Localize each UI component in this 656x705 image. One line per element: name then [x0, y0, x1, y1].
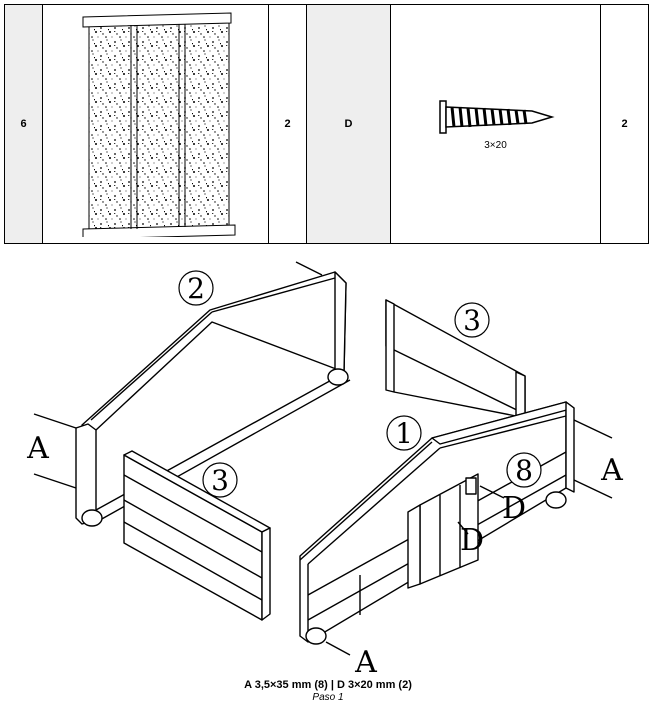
label-screw-a-left: A	[26, 431, 49, 466]
label-screw-a-right: A	[600, 453, 623, 488]
hardware-caption: A 3,5×35 mm (8) | D 3×20 mm (2)	[244, 679, 412, 691]
label-part-3-right: 3	[463, 304, 481, 337]
left-post	[75, 423, 97, 525]
assembly-diagram: 2 3 3 1 8 A A A D D	[26, 261, 623, 678]
back-panel	[81, 271, 347, 431]
hardware-letter: D	[344, 118, 353, 130]
hardware-qty-cell: 2	[600, 4, 649, 244]
panel-image-cell	[42, 4, 269, 244]
hardware-letter-cell: D	[306, 4, 391, 244]
label-screw-d-upper: D	[502, 491, 526, 526]
panel-illustration	[82, 12, 235, 237]
part-qty-cell: 2	[268, 4, 307, 244]
hardware-qty: 2	[621, 118, 628, 130]
label-part-8: 8	[515, 454, 533, 487]
parts-table: 6	[4, 4, 649, 244]
screw-image-cell: 3×20	[390, 4, 601, 244]
label-part-3-left: 3	[211, 464, 229, 497]
part-number-cell: 6	[4, 4, 43, 244]
screw-icon	[438, 100, 555, 134]
part-qty: 2	[284, 118, 291, 130]
label-screw-a-bottom: A	[354, 645, 377, 678]
screw-size-label: 3×20	[484, 140, 507, 151]
part-number: 6	[20, 118, 27, 130]
label-part-2: 2	[187, 272, 205, 305]
step-caption: Paso 1	[312, 692, 344, 703]
label-part-1: 1	[395, 417, 413, 450]
label-screw-d-lower: D	[460, 523, 484, 558]
front-left-panel	[123, 454, 263, 621]
